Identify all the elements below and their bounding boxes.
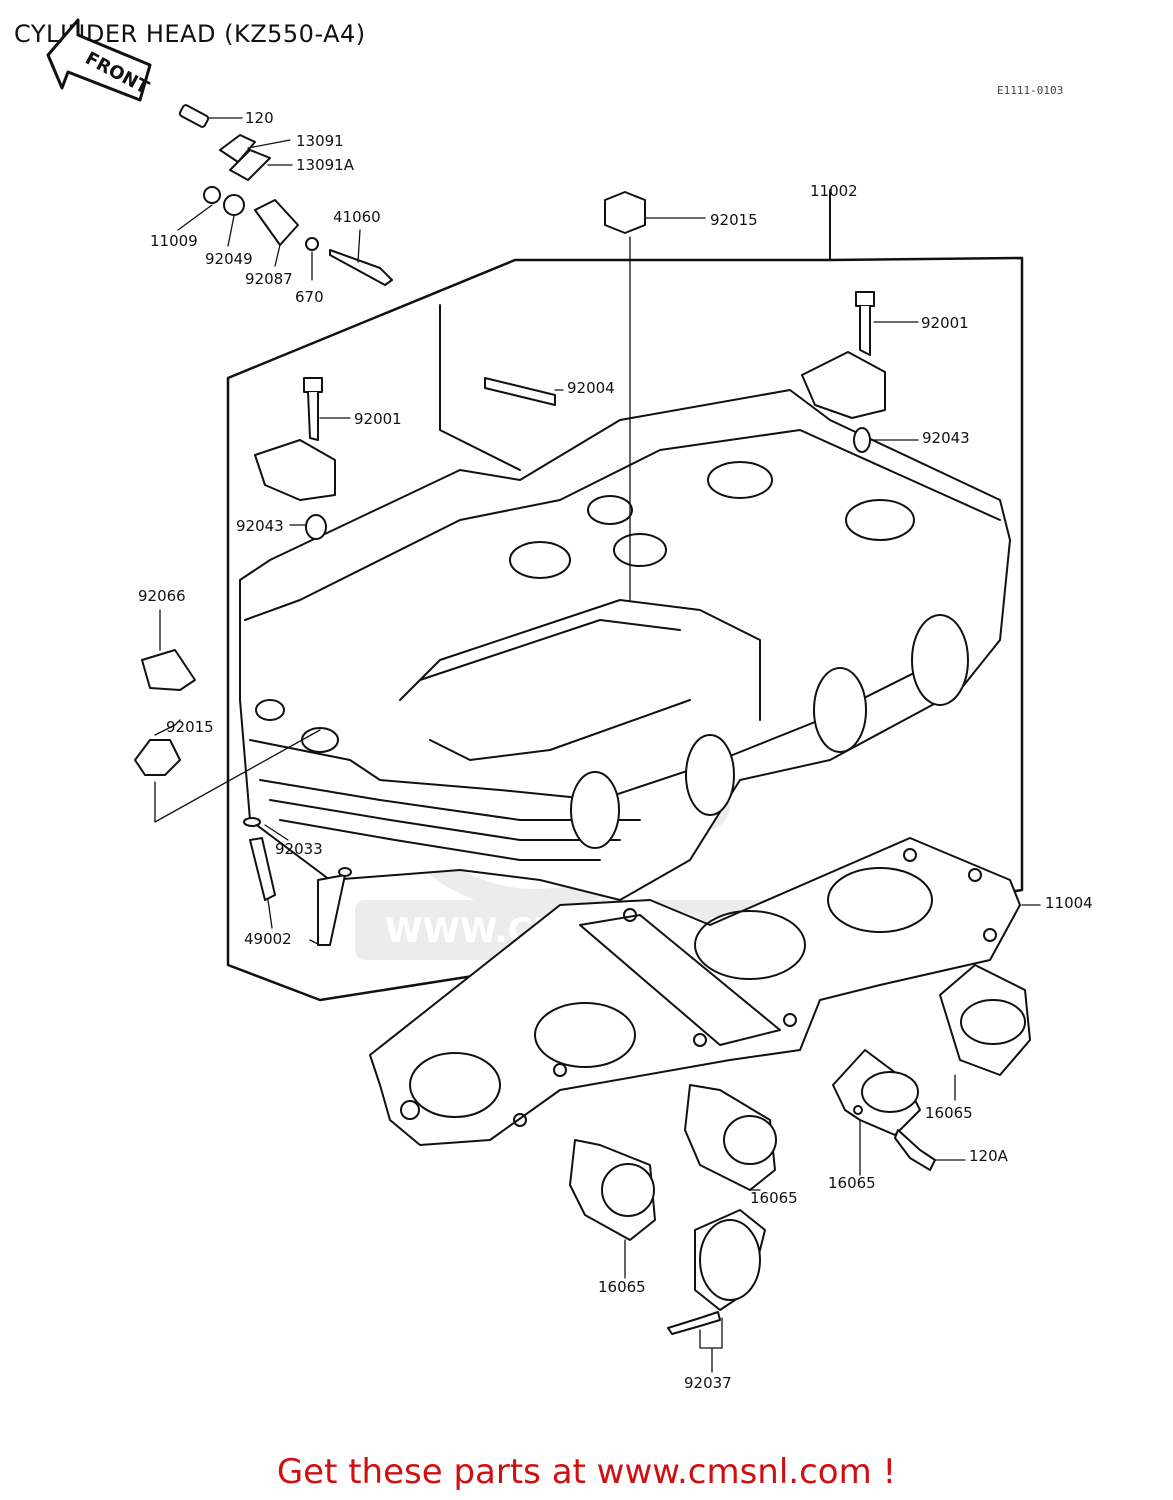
part-label-92015-left: 92015 <box>166 718 214 736</box>
part-label-92001-left: 92001 <box>354 410 402 428</box>
part-label-92033: 92033 <box>275 840 323 858</box>
part-label-11002: 11002 <box>810 182 858 200</box>
part-label-41060: 41060 <box>333 208 381 226</box>
part-label-92087: 92087 <box>245 270 293 288</box>
leader-lines <box>154 117 1041 1373</box>
part-label-670: 670 <box>295 288 324 306</box>
head-gasket <box>369 837 1021 1146</box>
part-label-16065-d: 16065 <box>598 1278 646 1296</box>
part-label-92037: 92037 <box>684 1374 732 1392</box>
part-label-16065-a: 16065 <box>925 1104 973 1122</box>
part-label-92043-right: 92043 <box>922 429 970 447</box>
part-label-92066: 92066 <box>138 587 186 605</box>
part-label-13091: 13091 <box>296 132 344 150</box>
intake-holders <box>569 650 1031 1311</box>
part-label-120a: 120A <box>969 1147 1008 1165</box>
head-frame <box>226 256 1024 1002</box>
part-label-13091a: 13091A <box>296 156 354 174</box>
diagram-reference: E1111-0103 <box>997 84 1064 97</box>
part-label-49002: 49002 <box>244 930 292 948</box>
front-arrow-icon: FRONT <box>46 18 153 102</box>
part-label-16065-c: 16065 <box>750 1189 798 1207</box>
part-label-120: 120 <box>245 109 274 127</box>
part-label-92001-right: 92001 <box>921 314 969 332</box>
cylinder-head <box>239 389 1011 901</box>
part-label-11004: 11004 <box>1045 894 1093 912</box>
exploded-parts-diagram: FRONT <box>46 18 1041 1373</box>
small-parts <box>134 104 936 1335</box>
part-label-92004: 92004 <box>567 379 615 397</box>
part-label-92049: 92049 <box>205 250 253 268</box>
part-label-92043-left: 92043 <box>236 517 284 535</box>
part-label-92015-top: 92015 <box>710 211 758 229</box>
part-label-16065-b: 16065 <box>828 1174 876 1192</box>
footer-link-text[interactable]: Get these parts at www.cmsnl.com ! <box>276 1452 897 1492</box>
part-label-11009: 11009 <box>150 232 198 250</box>
